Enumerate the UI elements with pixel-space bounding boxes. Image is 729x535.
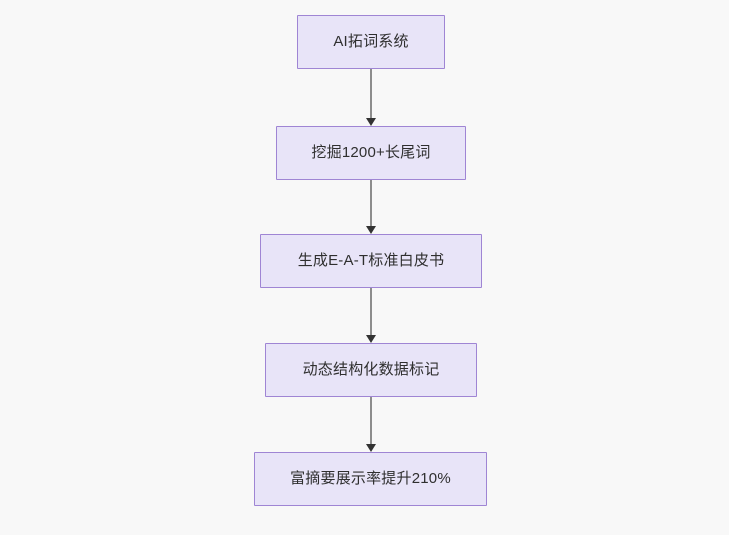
flow-edge-arrowhead-icon <box>366 118 376 126</box>
flow-node-label: 动态结构化数据标记 <box>302 361 440 378</box>
flow-node-mine-longtail-keywords[interactable]: 挖掘1200+长尾词 <box>276 126 466 180</box>
flow-node-label: AI拓词系统 <box>333 33 409 50</box>
flow-node-label: 生成E-A-T标准白皮书 <box>297 252 445 269</box>
flow-node-label: 富摘要展示率提升210% <box>290 470 451 487</box>
flow-edge-arrowhead-icon <box>366 335 376 343</box>
flow-node-generate-eat-whitepaper[interactable]: 生成E-A-T标准白皮书 <box>260 234 482 288</box>
flow-node-rich-snippet-rate-increase[interactable]: 富摘要展示率提升210% <box>254 452 487 506</box>
flow-edge-arrowhead-icon <box>366 444 376 452</box>
flow-node-dynamic-structured-data-markup[interactable]: 动态结构化数据标记 <box>265 343 477 397</box>
flow-edge-arrowhead-icon <box>366 226 376 234</box>
flow-node-ai-keyword-system[interactable]: AI拓词系统 <box>297 15 445 69</box>
flow-node-label: 挖掘1200+长尾词 <box>311 144 431 161</box>
